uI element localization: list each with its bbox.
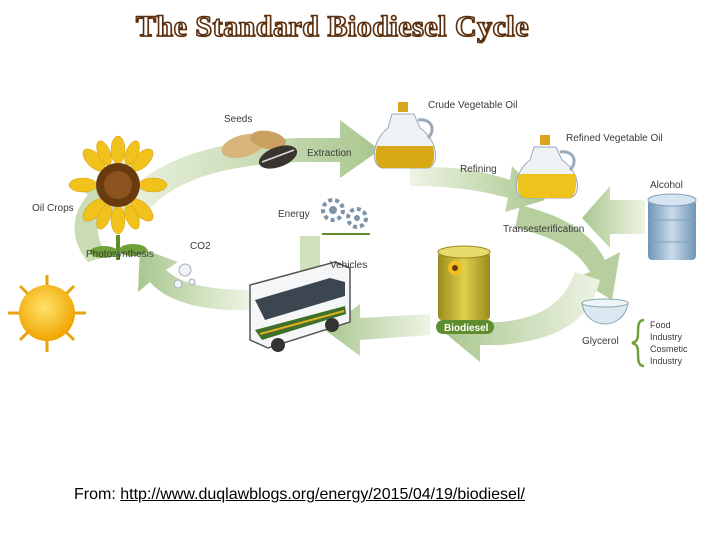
sun-icon <box>8 275 86 352</box>
bus-icon <box>250 262 350 352</box>
label-energy: Energy <box>278 209 310 220</box>
oil-jug-icon <box>374 102 435 168</box>
source-link[interactable]: http://www.duqlawblogs.org/energy/2015/0… <box>120 486 525 503</box>
label-vehicles: Vehicles <box>330 260 367 271</box>
source-caption: From: http://www.duqlawblogs.org/energy/… <box>74 486 525 504</box>
label-glycerol: Glycerol <box>582 336 619 347</box>
label-alcohol: Alcohol <box>650 180 683 191</box>
label-use-3: Cosmetic <box>650 344 688 354</box>
label-use-2: Industry <box>650 332 683 342</box>
label-photosynthesis: Photosynthesis <box>86 249 154 260</box>
label-extraction: Extraction <box>307 148 351 159</box>
uses-bracket <box>632 320 644 366</box>
label-seeds: Seeds <box>224 114 252 125</box>
label-refining: Refining <box>460 164 497 175</box>
label-use-1: Food <box>650 320 671 330</box>
label-refined-oil: Refined Vegetable Oil <box>566 133 663 144</box>
glycerol-bowl-icon <box>582 299 628 324</box>
label-use-4: Industry <box>650 356 683 366</box>
alcohol-barrel-icon <box>648 194 696 260</box>
refined-oil-jug-icon <box>516 135 577 198</box>
label-biodiesel: Biodiesel <box>444 323 489 334</box>
label-co2: CO2 <box>190 241 211 252</box>
source-prefix: From: <box>74 486 120 503</box>
label-crude-oil: Crude Vegetable Oil <box>428 100 518 111</box>
biodiesel-barrel-icon <box>436 246 494 334</box>
gears-icon <box>322 200 370 234</box>
label-oil-crops: Oil Crops <box>32 203 74 214</box>
label-transesterification: Transesterification <box>503 224 584 235</box>
